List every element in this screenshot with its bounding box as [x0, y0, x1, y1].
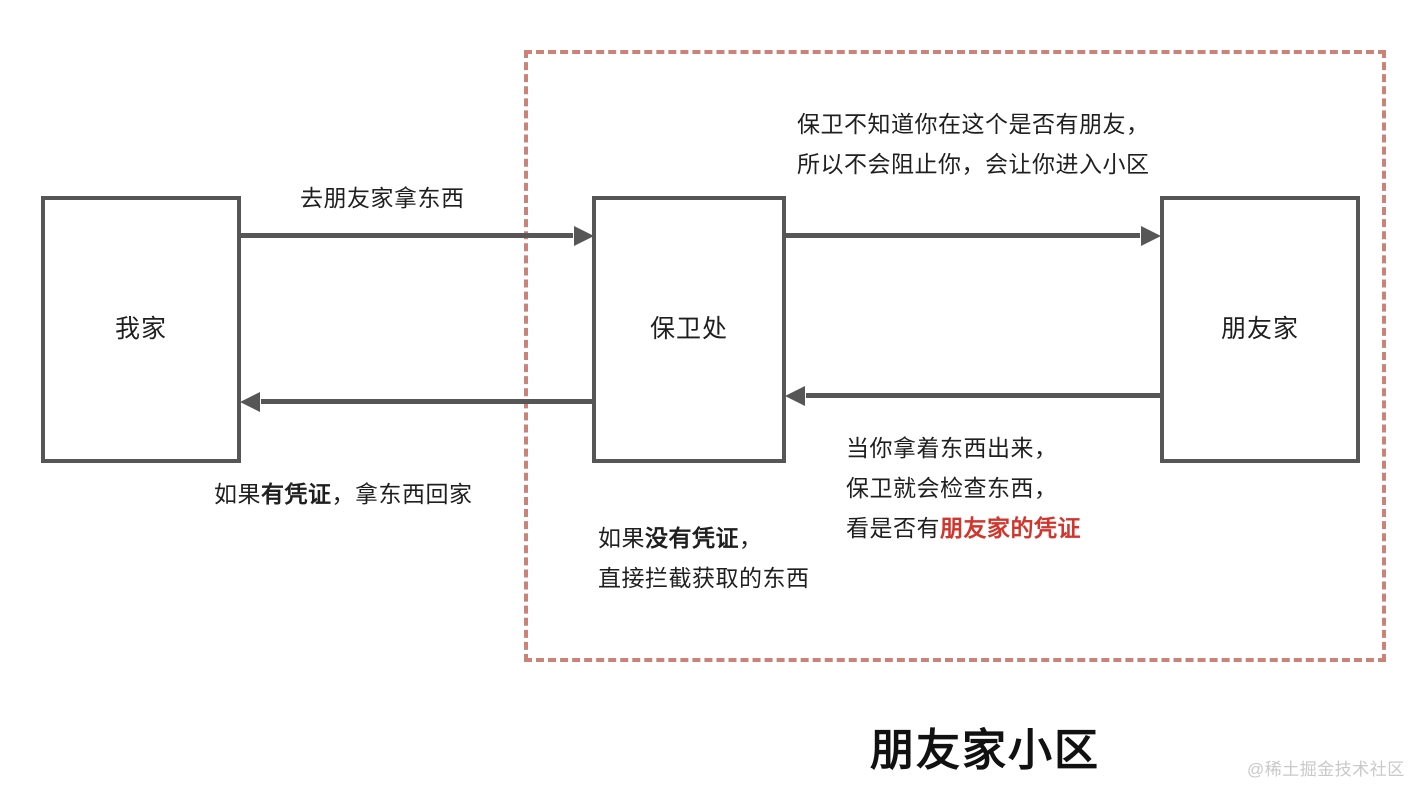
- label-guard-checks-line2: 保卫就会检查东西，: [846, 475, 1058, 501]
- label-friend-credential-highlight: 朋友家的凭证: [940, 515, 1081, 541]
- label-return-prefix: 如果: [214, 481, 261, 507]
- label-no-credential-line1: 如果没有凭证，: [598, 518, 810, 558]
- watermark: @稀土掘金技术社区: [1247, 760, 1405, 779]
- node-my-home-label: 我家: [114, 315, 167, 343]
- label-go-fetch-item-text: 去朋友家拿东西: [300, 185, 465, 211]
- label-guard-allows-entry-line1: 保卫不知道你在这个是否有朋友，: [797, 111, 1150, 137]
- friend-community-zone-boundary: [524, 50, 1386, 662]
- label-go-fetch-item: 去朋友家拿东西: [300, 178, 465, 218]
- label-no-credential-blocked: 如果没有凭证， 直接拦截获取的东西: [598, 518, 810, 598]
- label-no-credential-prefix: 如果: [598, 525, 645, 551]
- label-no-credential-bold: 没有凭证: [645, 525, 739, 551]
- arrow-friend-to-security: [806, 393, 1160, 398]
- node-security-office: 保卫处: [592, 196, 786, 463]
- node-my-home: 我家: [41, 196, 241, 463]
- label-guard-checks-line1: 当你拿着东西出来，: [846, 435, 1058, 461]
- node-friend-home: 朋友家: [1160, 196, 1360, 463]
- label-guard-allows-entry: 保卫不知道你在这个是否有朋友， 所以不会阻止你，会让你进入小区: [797, 104, 1150, 184]
- label-guard-checks-line3: 看是否有朋友家的凭证: [846, 508, 1081, 548]
- arrow-security-to-friend: [786, 233, 1140, 238]
- label-no-credential-line2: 直接拦截获取的东西: [598, 565, 810, 591]
- label-guard-checks-prefix: 看是否有: [846, 515, 940, 541]
- label-no-credential-suffix: ，: [739, 525, 763, 551]
- label-return-with-credential: 如果有凭证，拿东西回家: [214, 474, 473, 514]
- label-return-bold: 有凭证: [261, 481, 332, 507]
- label-guard-checks-goods: 当你拿着东西出来， 保卫就会检查东西， 看是否有朋友家的凭证: [846, 428, 1081, 548]
- label-return-suffix: ，拿东西回家: [331, 481, 473, 507]
- label-guard-allows-entry-line2: 所以不会阻止你，会让你进入小区: [797, 151, 1150, 177]
- arrow-home-to-security: [241, 233, 573, 238]
- node-security-office-label: 保卫处: [649, 315, 728, 343]
- diagram-caption: 朋友家小区: [870, 726, 1100, 775]
- node-friend-home-label: 朋友家: [1220, 315, 1299, 343]
- arrow-security-to-home: [261, 399, 592, 404]
